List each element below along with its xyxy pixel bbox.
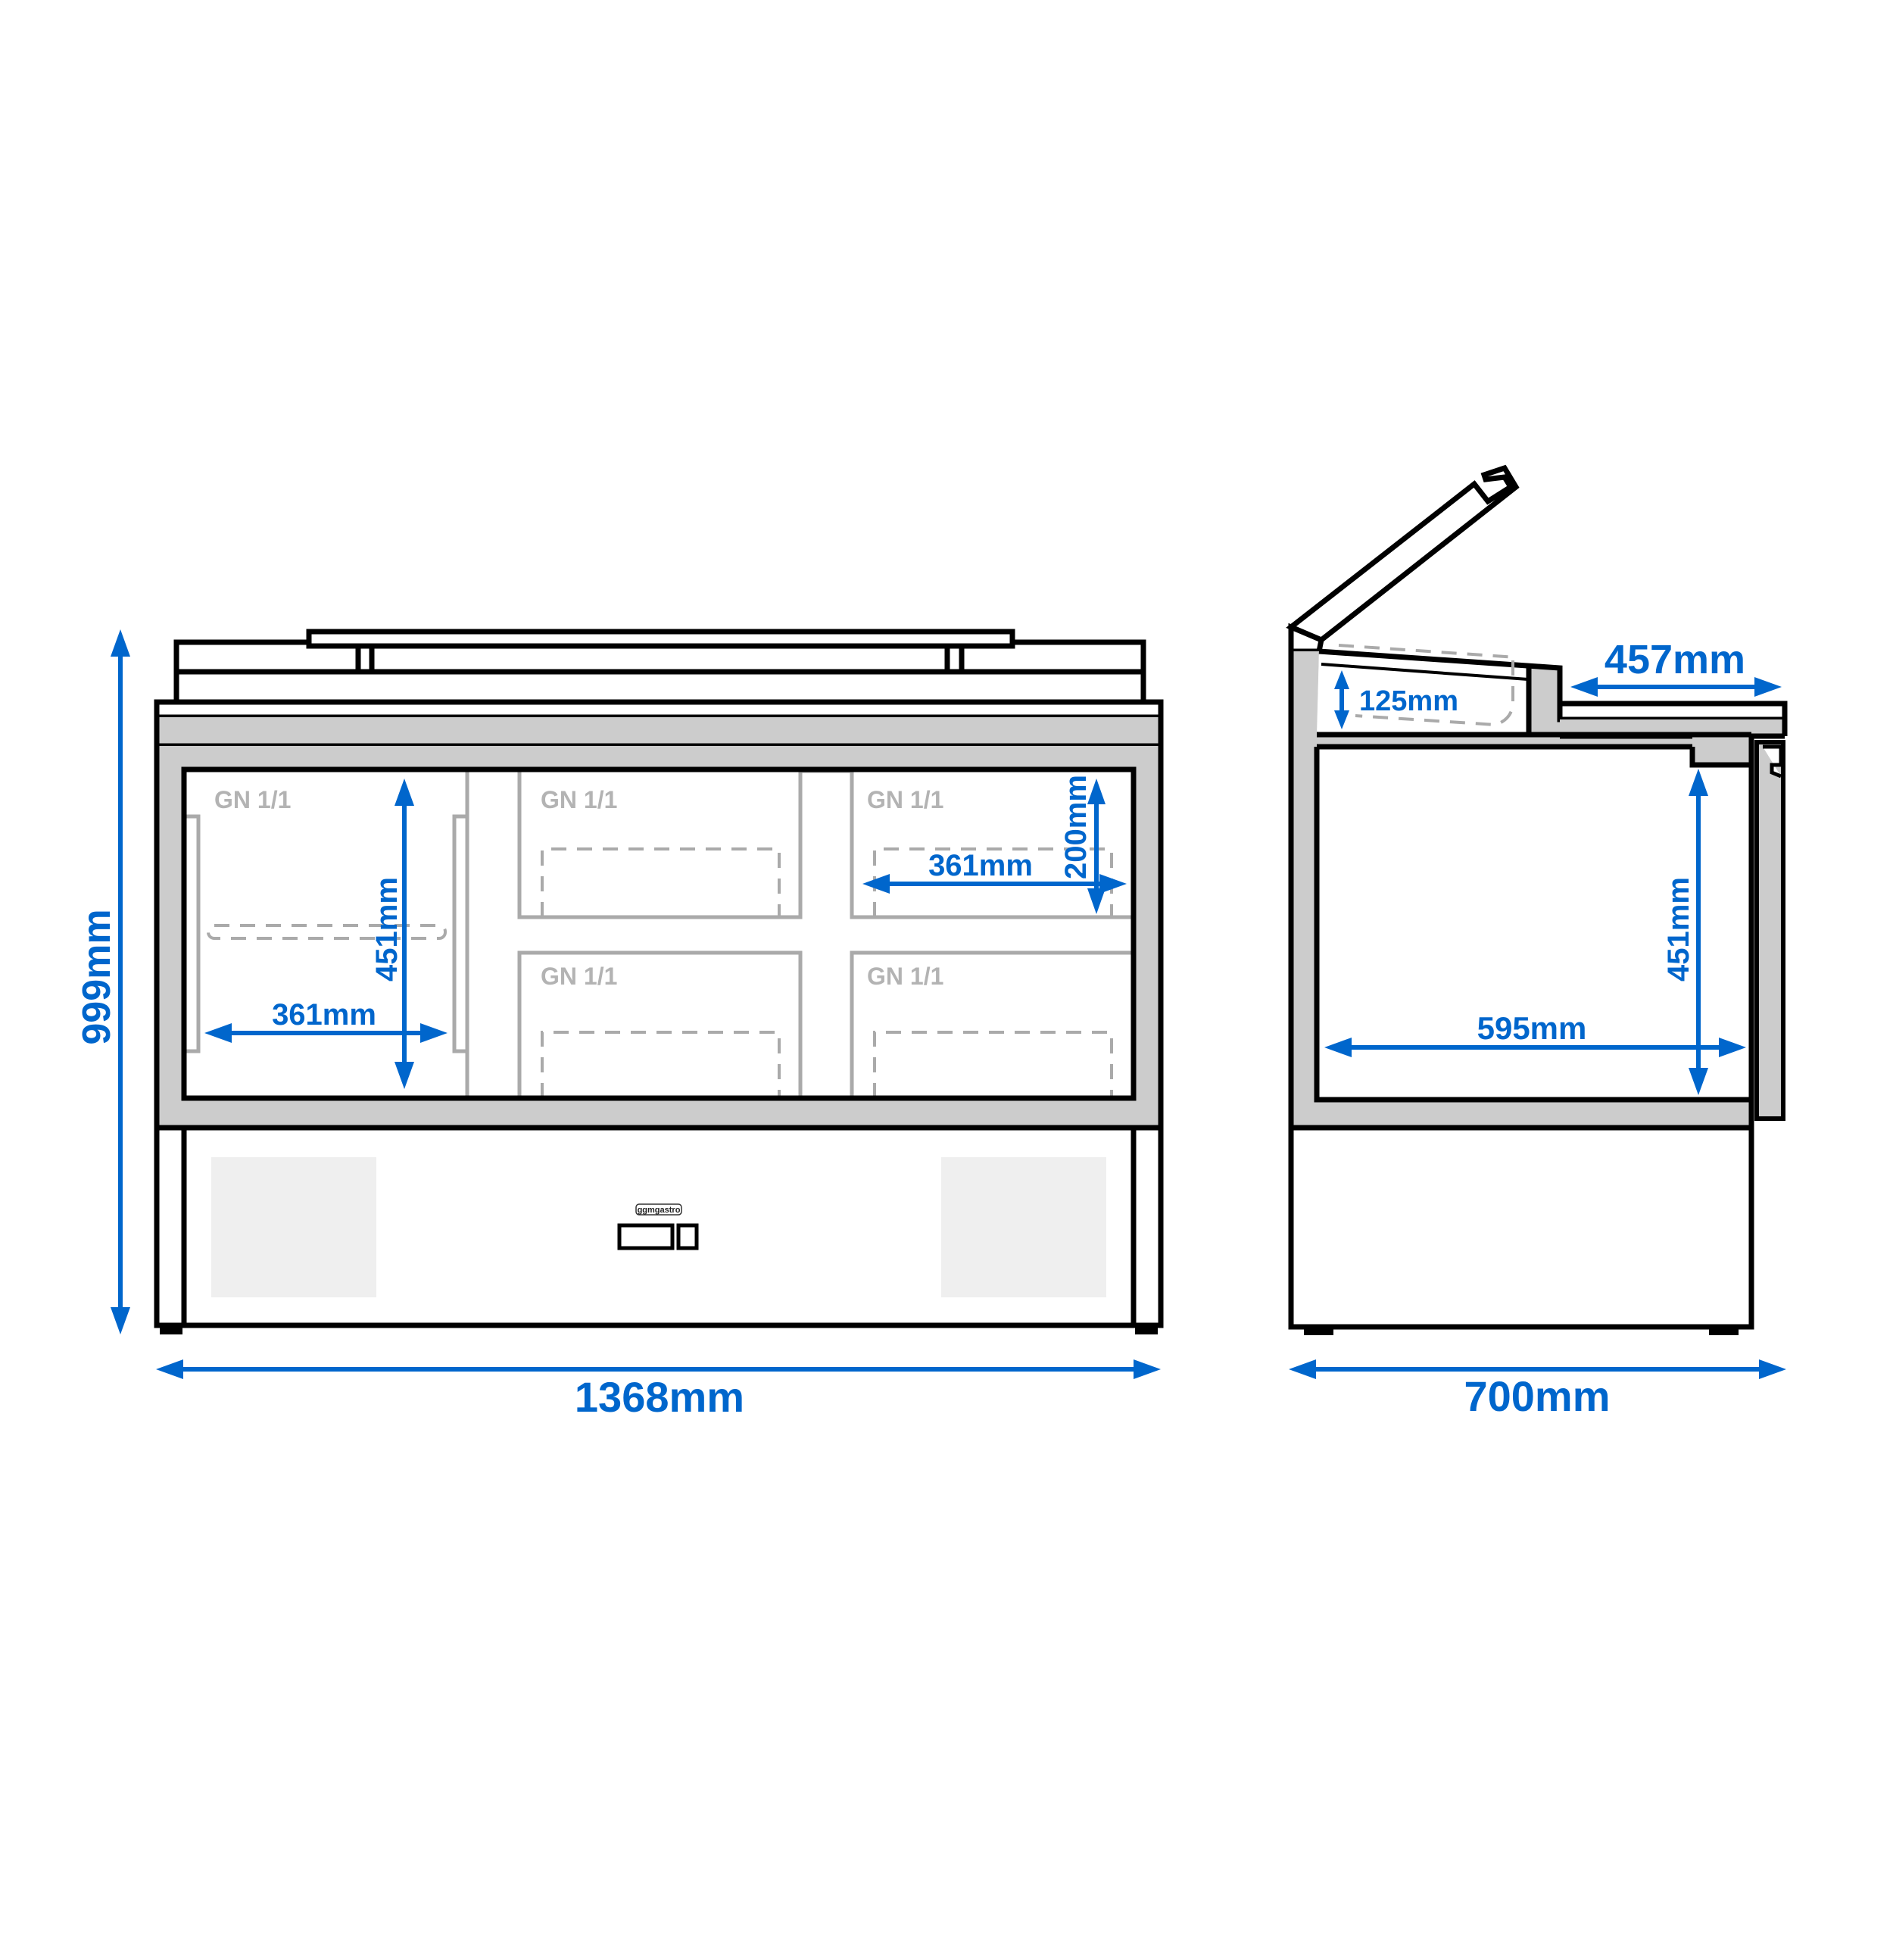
glass-post-right — [944, 643, 965, 675]
dim-overall-depth: 700mm — [1464, 1372, 1610, 1420]
svg-text:ggmgastro: ggmgastro — [638, 1206, 681, 1215]
pan-label-right-bottom: GN 1/1 — [867, 963, 943, 990]
glass-top-bar — [306, 629, 1015, 649]
side-foot-front — [1304, 1327, 1333, 1335]
controller-display-icon[interactable] — [617, 1223, 699, 1250]
top-gray-band — [157, 717, 1161, 746]
dim-worktop-depth: 457mm — [1605, 637, 1745, 682]
side-view — [1286, 464, 1788, 1335]
dim-compartment-height-front: 451mm — [370, 877, 404, 982]
dim-pan-well-height: 125mm — [1359, 685, 1458, 717]
dim-pan-width-left: 361mm — [272, 998, 376, 1031]
pan-label-middle-top: GN 1/1 — [541, 786, 617, 813]
pan-label-right-top: GN 1/1 — [867, 786, 943, 813]
door-handle[interactable] — [1754, 740, 1785, 1121]
pan-label-middle-bottom: GN 1/1 — [541, 963, 617, 990]
side-compartment — [1317, 747, 1751, 1100]
front-view: GN 1/1 GN 1/1 GN 1/1 GN 1/1 GN 1/1 ggmga… — [154, 629, 1164, 1334]
dim-compartment-depth: 595mm — [1477, 1010, 1587, 1046]
dim-overall-width: 1368mm — [575, 1373, 744, 1421]
glass-post-left — [355, 643, 375, 675]
foot-left — [160, 1325, 182, 1334]
open-lid — [1286, 464, 1520, 644]
dim-compartment-height-side: 451mm — [1662, 877, 1695, 982]
dim-pan-depth: 200mm — [1059, 775, 1093, 879]
front-dimensions: 999mm 1368mm 451mm 361mm 361mm 200mm — [75, 629, 1161, 1421]
brand-logo: ggmgastro — [635, 1203, 682, 1216]
vent-right — [941, 1157, 1106, 1297]
side-dimensions: 457mm 125mm 451mm 595mm 700mm — [1289, 637, 1786, 1420]
dim-overall-height: 999mm — [75, 909, 119, 1044]
vent-left — [211, 1157, 376, 1297]
side-foot-back — [1709, 1327, 1739, 1335]
pan-label-left: GN 1/1 — [214, 786, 291, 813]
dim-pan-width-right: 361mm — [928, 849, 1033, 882]
foot-right — [1135, 1325, 1158, 1334]
